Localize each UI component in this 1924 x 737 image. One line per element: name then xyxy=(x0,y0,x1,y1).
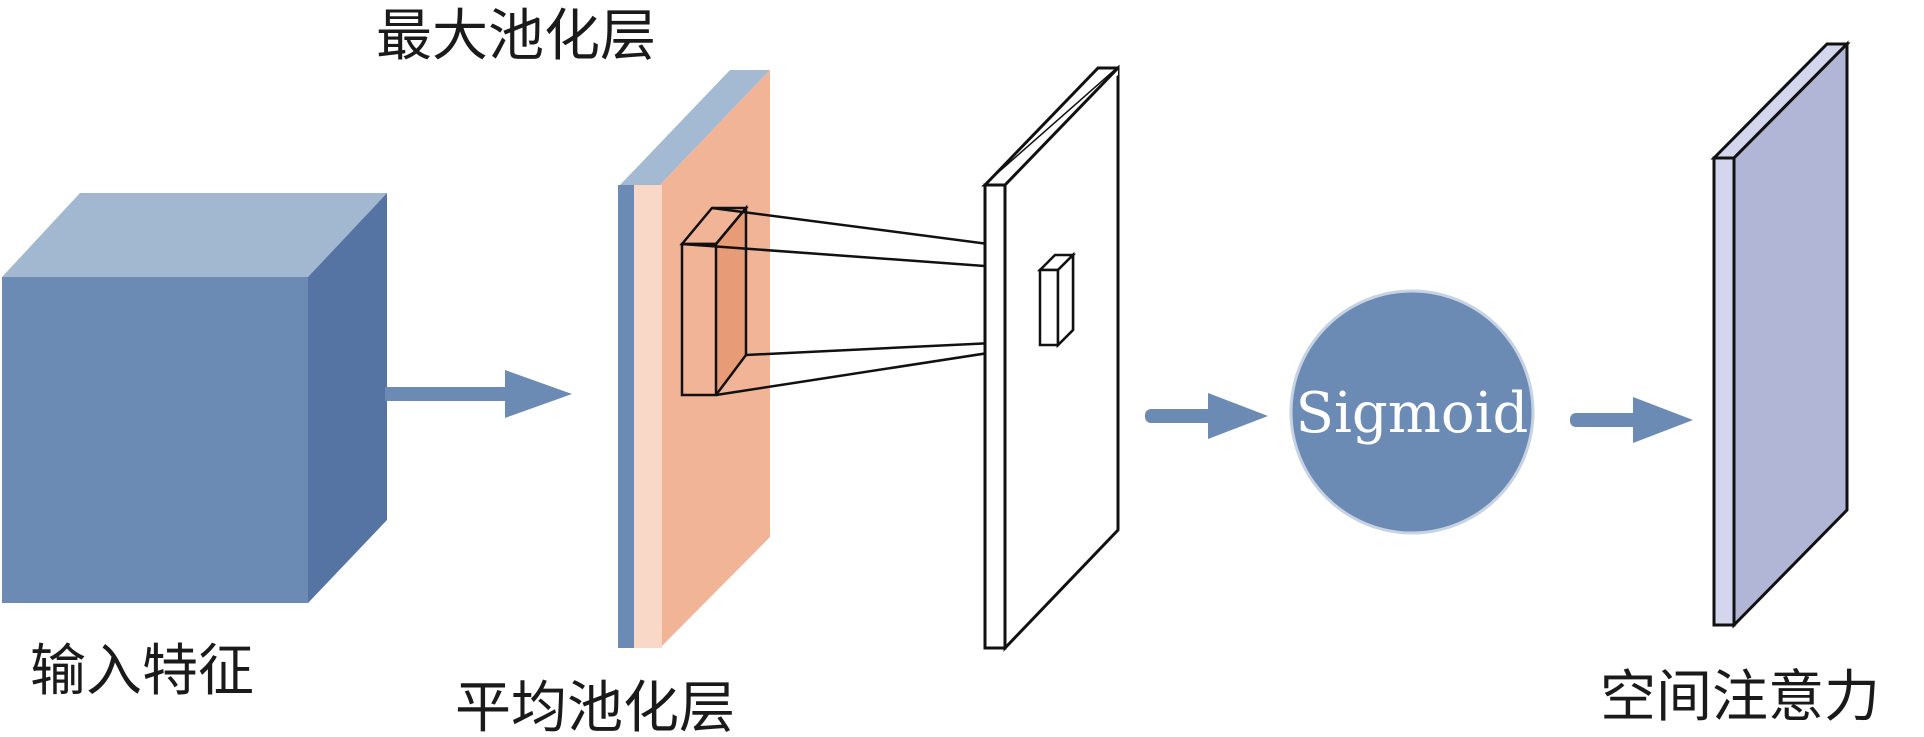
input-cube-top-face xyxy=(2,193,387,277)
arrow-to-attention xyxy=(1570,397,1693,443)
conv-output-plane xyxy=(981,64,1120,652)
input-cube-side-face xyxy=(308,193,387,603)
spatial-attention-map xyxy=(1710,40,1851,629)
max-pool-label: 最大池化层 xyxy=(376,4,656,69)
max-pool-top-edge xyxy=(620,70,770,185)
sigmoid-circle xyxy=(1289,289,1535,535)
avg-pool-light-band xyxy=(634,185,662,648)
pooling-layers xyxy=(618,70,770,648)
sigmoid-node: Sigmoid xyxy=(1289,289,1535,535)
input-feature-cube xyxy=(2,193,387,603)
input-feature-label: 输入特征 xyxy=(30,639,254,704)
avg-pool-label: 平均池化层 xyxy=(455,676,735,737)
max-pool-front-strip xyxy=(618,185,634,648)
conv-output-box xyxy=(1036,251,1077,349)
sigmoid-label: Sigmoid xyxy=(1296,381,1529,446)
input-cube-front-face xyxy=(2,277,308,603)
spatial-attention-label: 空间注意力 xyxy=(1600,665,1880,730)
arrow-to-pooling xyxy=(385,370,572,418)
arrow-to-sigmoid xyxy=(1145,393,1268,439)
